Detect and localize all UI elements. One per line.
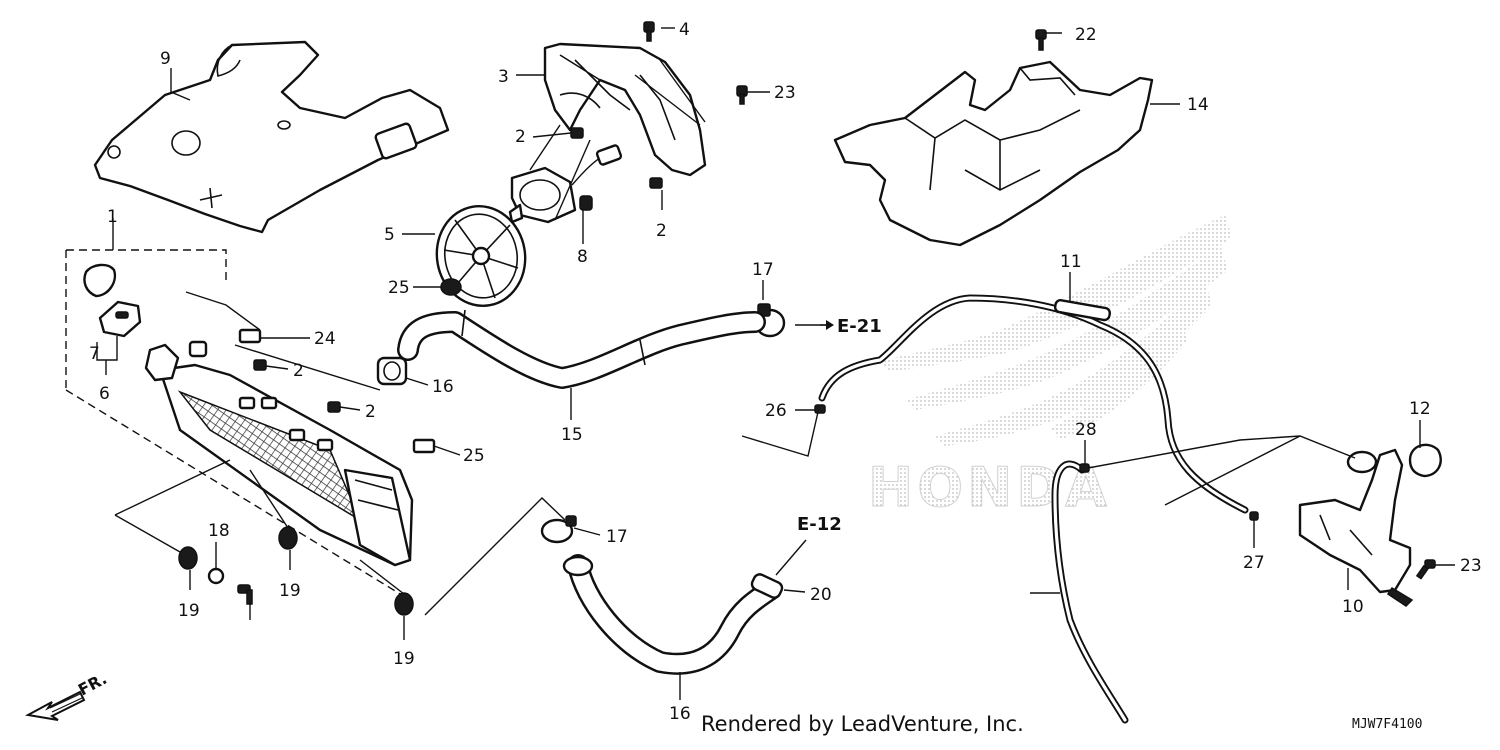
callout-2-rad-lower[interactable]: 2: [365, 402, 376, 422]
part-12-cover-plate[interactable]: [93, 40, 450, 234]
part-15-lower-hose[interactable]: [562, 554, 781, 675]
part-6-radiator-cap[interactable]: [98, 300, 142, 338]
callout-25-left[interactable]: 26: [765, 401, 787, 421]
callout-12[interactable]: 9: [160, 49, 171, 69]
part-8-clip[interactable]: [579, 195, 593, 211]
part-24-nut[interactable]: [440, 278, 462, 296]
callout-1[interactable]: 1: [107, 207, 118, 227]
reference-e12-label[interactable]: E-12: [797, 514, 842, 535]
callout-2-fan-right[interactable]: 2: [656, 221, 667, 241]
callout-16-left[interactable]: 16: [432, 377, 454, 397]
reference-e21-label[interactable]: E-21: [837, 316, 882, 337]
callout-19-right[interactable]: 19: [393, 649, 415, 669]
part-25-clip-right[interactable]: [1249, 511, 1259, 521]
callout-23-upper[interactable]: 24: [314, 329, 336, 349]
part-22-bolt[interactable]: [1415, 559, 1436, 580]
part-28-bolt[interactable]: [237, 584, 253, 605]
callout-17-upper[interactable]: 17: [606, 527, 628, 547]
part-19-grommet-a[interactable]: [178, 546, 198, 570]
front-direction-arrow: FR.: [24, 669, 110, 721]
part-23-clip-upper[interactable]: [238, 328, 262, 344]
part-19-grommet-c[interactable]: [394, 592, 414, 616]
part-2-grommets[interactable]: [253, 127, 663, 413]
callout-20[interactable]: 22: [1075, 25, 1097, 45]
part-16-clamp-left[interactable]: [376, 356, 408, 386]
part-20-bolt[interactable]: [1035, 29, 1047, 51]
callout-13[interactable]: 14: [1187, 95, 1209, 115]
callout-9[interactable]: 10: [1342, 597, 1364, 617]
part-13-under-cover[interactable]: [833, 60, 1154, 247]
callout-10[interactable]: 11: [1060, 252, 1082, 272]
part-18-collar[interactable]: [207, 567, 225, 585]
part-9-reserve-tank[interactable]: [1298, 448, 1414, 607]
part-26-clip[interactable]: [1079, 463, 1090, 473]
callout-21[interactable]: 23: [774, 83, 796, 103]
part-4-bolt[interactable]: [643, 21, 655, 42]
reference-e12[interactable]: E-12: [797, 514, 842, 535]
part-10-overflow-tube[interactable]: [818, 294, 1249, 514]
callout-11[interactable]: 12: [1409, 399, 1431, 419]
part-1-radiator[interactable]: [144, 340, 414, 567]
part-11-reserve-cap[interactable]: [1408, 443, 1442, 478]
part-23-clip-lower[interactable]: [412, 438, 436, 454]
callout-14[interactable]: 15: [561, 425, 583, 445]
callout-22[interactable]: 23: [1460, 556, 1482, 576]
part-19-grommet-b[interactable]: [278, 526, 298, 550]
callout-2-rad-upper[interactable]: 2: [293, 361, 304, 381]
callout-23-lower[interactable]: 25: [463, 446, 485, 466]
callout-7[interactable]: 7: [89, 344, 100, 364]
callout-19-mid[interactable]: 19: [279, 581, 301, 601]
callout-6[interactable]: 6: [99, 384, 110, 404]
part-17-clamp-lower[interactable]: [750, 572, 784, 599]
callout-3[interactable]: 3: [498, 67, 509, 87]
callout-2-fan-upper[interactable]: 2: [515, 127, 526, 147]
callout-25-right[interactable]: 27: [1243, 553, 1265, 573]
callout-4[interactable]: 4: [679, 20, 690, 40]
fan-motor[interactable]: [508, 144, 623, 224]
callout-15[interactable]: 16: [669, 704, 691, 724]
callout-24[interactable]: 25: [388, 278, 410, 298]
callout-19-left[interactable]: 19: [178, 601, 200, 621]
callout-18[interactable]: 18: [208, 521, 230, 541]
callout-8[interactable]: 8: [577, 247, 588, 267]
part-7-cap-seal[interactable]: [83, 263, 117, 298]
part-27-siphon-tube[interactable]: [1051, 460, 1129, 724]
part-14-upper-hose[interactable]: [397, 309, 766, 389]
part-5-fan-wheel[interactable]: [429, 199, 533, 313]
callout-labels: 9 1 4 3 2 2 23 5 8 25 22 14 7 6 24 2 2 1…: [89, 20, 1482, 724]
callout-5[interactable]: 5: [384, 225, 395, 245]
part-1-radiator-assembly-outline: [65, 249, 411, 601]
part-17-clamp-upper[interactable]: [540, 515, 577, 544]
part-25-clip-left[interactable]: [814, 404, 826, 414]
leader-lines: [96, 27, 1455, 700]
honda-wing-logo: HONDA: [868, 215, 1232, 520]
callout-26[interactable]: 28: [1075, 420, 1097, 440]
diagram-code: MJW7F4100: [1352, 717, 1422, 732]
callout-17-lower[interactable]: 20: [810, 585, 832, 605]
callout-16-right[interactable]: 17: [752, 260, 774, 280]
reference-e21[interactable]: E-21: [820, 316, 882, 337]
part-21-bolt[interactable]: [736, 85, 748, 105]
render-credit: Rendered by LeadVenture, Inc.: [701, 712, 1024, 736]
part-3-fan-shroud[interactable]: [543, 42, 707, 177]
